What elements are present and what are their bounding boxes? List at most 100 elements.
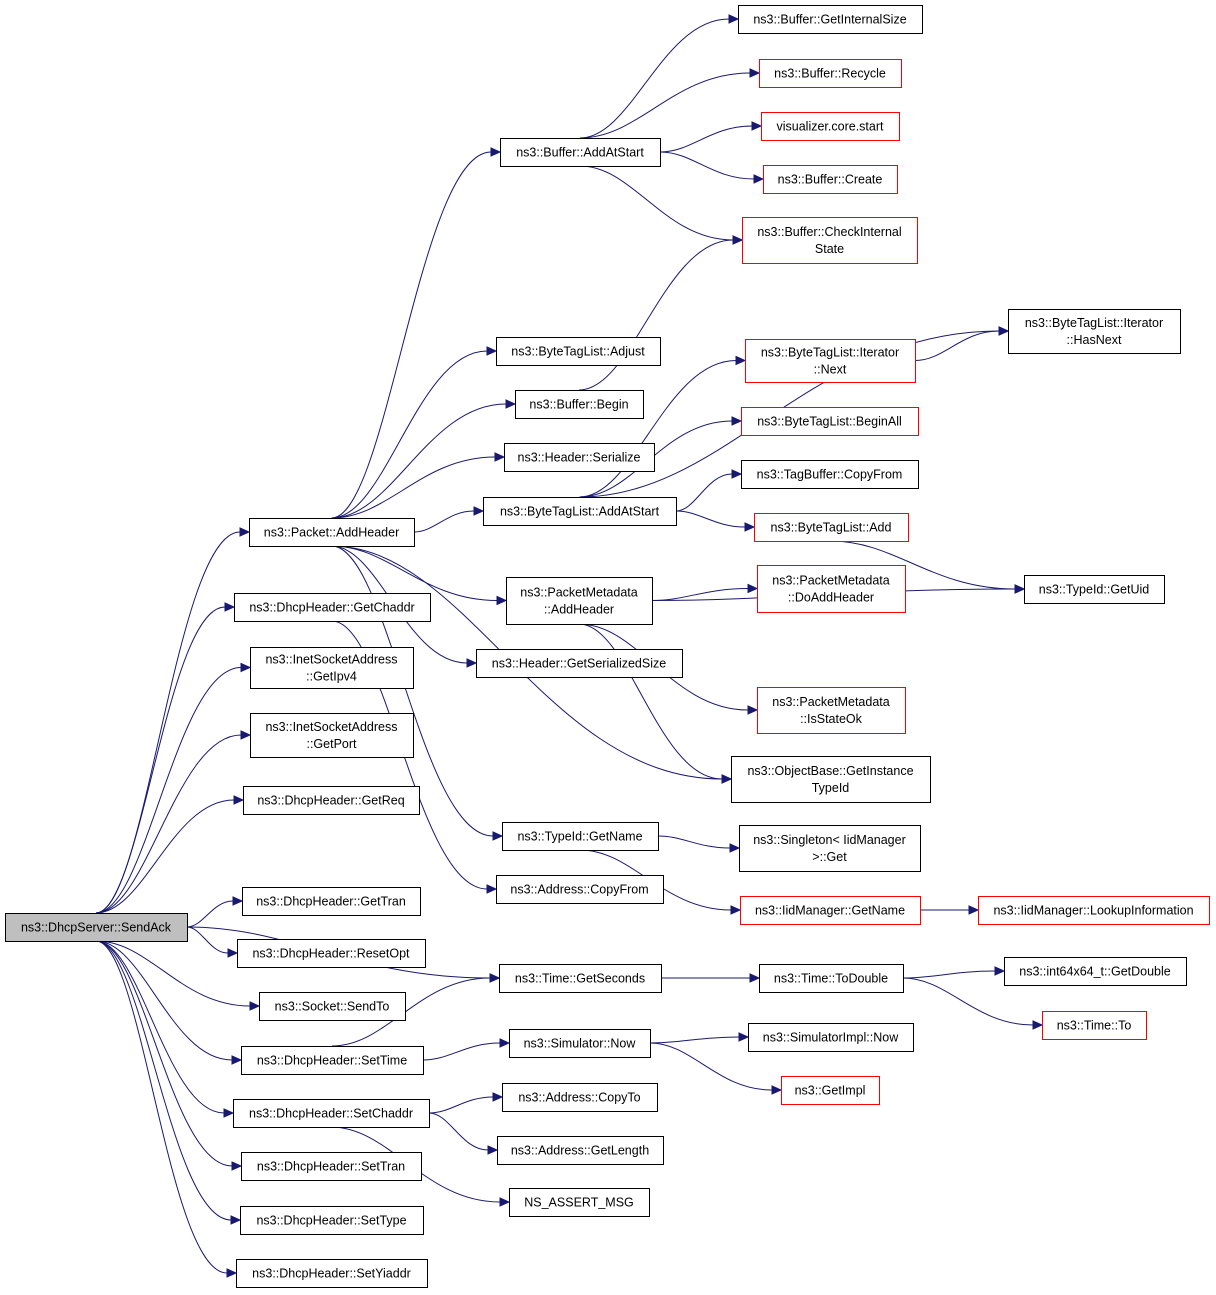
node-ns3-iidmanager-lookupinformation[interactable]: ns3::IidManager::LookupInformation [978, 896, 1210, 925]
edge-line [95, 606, 226, 914]
node-box [237, 939, 426, 968]
edge-n1-n5 [95, 730, 252, 914]
node-label: ns3::DhcpHeader::GetChaddr [249, 601, 414, 615]
node-ns3-int64x64-t-getdouble[interactable]: ns3::int64x64_t::GetDouble [1004, 957, 1187, 986]
node-ns3-buffer-getinternalsize[interactable]: ns3::Buffer::GetInternalSize [738, 5, 923, 34]
node-ns3-dhcpheader-settime[interactable]: ns3::DhcpHeader::SetTime [241, 1046, 424, 1075]
edge-n43-n49 [902, 966, 1006, 979]
node-box [1024, 575, 1165, 604]
node-box [748, 1023, 914, 1052]
node-ns-assert-msg[interactable]: NS_ASSERT_MSG [509, 1188, 650, 1217]
node-ns3-dhcpheader-gettran[interactable]: ns3::DhcpHeader::GetTran [242, 887, 421, 916]
node-label: visualizer.core.start [777, 120, 885, 134]
edge-n1-n8 [186, 926, 239, 958]
node-ns3-buffer-recycle[interactable]: ns3::Buffer::Recycle [759, 59, 902, 88]
node-label: ::AddHeader [544, 603, 614, 617]
node-ns3-buffer-addatstart[interactable]: ns3::Buffer::AddAtStart [500, 138, 661, 167]
node-ns3-bytetaglist-adjust[interactable]: ns3::ByteTagList::Adjust [496, 337, 661, 366]
node-ns3-dhcpheader-setchaddr[interactable]: ns3::DhcpHeader::SetChaddr [233, 1099, 430, 1128]
node-ns3-packet-addheader[interactable]: ns3::Packet::AddHeader [249, 518, 415, 547]
node-ns3-header-serialize[interactable]: ns3::Header::Serialize [504, 443, 655, 472]
node-ns3-packetmetadata-doaddheader[interactable]: ns3::PacketMetadata::DoAddHeader [757, 565, 906, 613]
node-ns3-packetmetadata-addheader[interactable]: ns3::PacketMetadata::AddHeader [506, 577, 653, 625]
edge-n19-n37 [675, 510, 756, 532]
edge-n11-n27 [428, 1112, 499, 1155]
edge-n1-n3 [95, 602, 236, 914]
edge-n1-n2 [95, 527, 251, 914]
node-ns3-typeid-getuid[interactable]: ns3::TypeId::GetUid [1024, 575, 1165, 604]
edge-arrowhead [494, 452, 506, 462]
edge-line [830, 540, 1016, 590]
node-ns3-dhcpheader-setyiaddr[interactable]: ns3::DhcpHeader::SetYiaddr [236, 1259, 428, 1288]
edge-arrowhead [730, 905, 742, 915]
edge-line [902, 977, 1034, 1026]
node-label: ns3::Header::Serialize [518, 451, 641, 465]
edge-line [95, 734, 242, 914]
node-ns3-address-copyto[interactable]: ns3::Address::CopyTo [502, 1083, 658, 1112]
node-ns3-iidmanager-getname[interactable]: ns3::IidManager::GetName [740, 896, 921, 925]
node-label: ::HasNext [1067, 333, 1122, 347]
edge-arrowhead [747, 583, 759, 594]
edge-n25-n45 [649, 1042, 783, 1095]
node-label: ::GetIpv4 [306, 670, 357, 684]
edge-arrowhead [968, 905, 980, 915]
node-ns3-dhcpserver-sendack[interactable]: ns3::DhcpServer::SendAck [5, 913, 188, 942]
edge-n42-n48 [919, 905, 980, 915]
node-box [742, 217, 918, 264]
node-ns3-dhcpheader-settype[interactable]: ns3::DhcpHeader::SetType [240, 1206, 424, 1235]
edge-n20-n40 [578, 623, 733, 784]
edge-n43-n50 [902, 977, 1044, 1030]
node-ns3-buffer-begin[interactable]: ns3::Buffer::Begin [515, 390, 644, 419]
node-box [250, 713, 414, 758]
node-ns3-singleton-iidmanager-get[interactable]: ns3::Singleton< IidManager>::Get [739, 825, 921, 872]
node-box [241, 1152, 422, 1181]
node-ns3-time-todouble[interactable]: ns3::Time::ToDouble [759, 964, 904, 993]
node-ns3-typeid-getname[interactable]: ns3::TypeId::GetName [502, 822, 659, 851]
edge-line [579, 360, 737, 498]
node-box [249, 518, 415, 547]
node-ns3-tagbuffer-copyfrom[interactable]: ns3::TagBuffer::CopyFrom [741, 460, 919, 489]
edge-arrowhead [486, 884, 498, 894]
node-box [745, 339, 916, 383]
node-ns3-dhcpheader-getchaddr[interactable]: ns3::DhcpHeader::GetChaddr [234, 593, 431, 622]
node-ns3-time-getseconds[interactable]: ns3::Time::GetSeconds [499, 964, 662, 993]
node-ns3-dhcpheader-resetopt[interactable]: ns3::DhcpHeader::ResetOpt [237, 939, 426, 968]
node-ns3-buffer-create[interactable]: ns3::Buffer::Create [763, 165, 898, 194]
edge-n1-n10 [95, 940, 243, 1065]
edge-arrowhead [466, 658, 478, 668]
node-ns3-address-getlength[interactable]: ns3::Address::GetLength [497, 1136, 664, 1165]
node-ns3-inetsocketaddress-getport[interactable]: ns3::InetSocketAddress::GetPort [250, 713, 414, 758]
edge-n2-n20 [331, 545, 508, 606]
node-label: ns3::TagBuffer::CopyFrom [757, 468, 903, 482]
node-ns3-address-copyfrom[interactable]: ns3::Address::CopyFrom [496, 875, 664, 904]
node-ns3-getimpl[interactable]: ns3::GetImpl [781, 1076, 880, 1105]
node-ns3-header-getserializedsize[interactable]: ns3::Header::GetSerializedSize [476, 649, 683, 678]
node-label: ns3::PacketMetadata [520, 586, 637, 600]
node-ns3-inetsocketaddress-getipv4[interactable]: ns3::InetSocketAddress::GetIpv4 [250, 647, 414, 689]
node-ns3-dhcpheader-getreq[interactable]: ns3::DhcpHeader::GetReq [243, 786, 420, 815]
node-box [738, 5, 923, 34]
edge-line [95, 531, 241, 914]
nodes-layer: ns3::DhcpServer::SendAck ns3::Packet::Add… [5, 5, 1210, 1288]
node-ns3-socket-sendto[interactable]: ns3::Socket::SendTo [259, 992, 406, 1021]
node-ns3-time-to[interactable]: ns3::Time::To [1042, 1011, 1147, 1040]
node-ns3-bytetaglist-addatstart[interactable]: ns3::ByteTagList::AddAtStart [483, 497, 677, 526]
edge-arrowhead [249, 1001, 261, 1011]
node-ns3-dhcpheader-settran[interactable]: ns3::DhcpHeader::SetTran [241, 1152, 422, 1181]
node-ns3-bytetaglist-beginall[interactable]: ns3::ByteTagList::BeginAll [741, 407, 919, 436]
node-ns3-simulatorimpl-now[interactable]: ns3::SimulatorImpl::Now [748, 1023, 914, 1052]
node-ns3-bytetaglist-iterator-next[interactable]: ns3::ByteTagList::Iterator::Next [745, 339, 916, 383]
node-label: ns3::Singleton< IidManager [753, 833, 906, 847]
node-ns3-simulator-now[interactable]: ns3::Simulator::Now [509, 1029, 651, 1058]
node-visualizer-core-start[interactable]: visualizer.core.start [761, 112, 900, 141]
edge-arrowhead [505, 399, 517, 409]
edge-arrowhead [496, 595, 508, 606]
node-ns3-bytetaglist-add[interactable]: ns3::ByteTagList::Add [754, 513, 909, 542]
node-ns3-packetmetadata-isstateok[interactable]: ns3::PacketMetadata::IsStateOk [757, 687, 906, 734]
node-box [236, 1259, 428, 1288]
edge-line [95, 940, 251, 1007]
node-ns3-bytetaglist-iterator-hasnext[interactable]: ns3::ByteTagList::Iterator::HasNext [1008, 309, 1181, 354]
edge-n15-n33 [579, 165, 744, 245]
